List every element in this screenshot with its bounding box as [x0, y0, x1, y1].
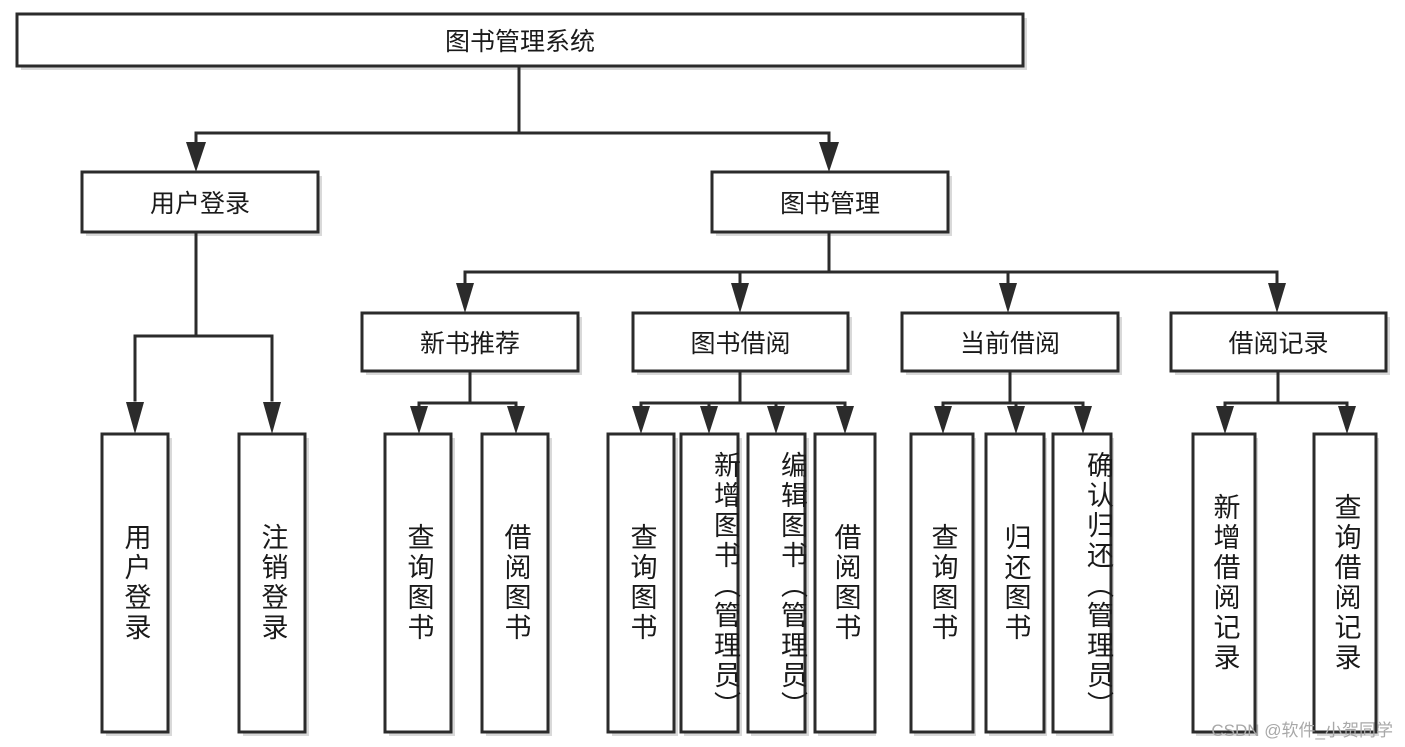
node-leaf-add-book-box[interactable]	[679, 432, 740, 734]
node-book-borrow-box[interactable]	[631, 311, 850, 373]
arrowhead-leaf-query-book-1	[410, 406, 428, 434]
node-leaf-user-login-box[interactable]	[100, 432, 170, 734]
arrowhead-user-login	[186, 142, 206, 172]
arrowhead-leaf-user-logout	[263, 402, 281, 434]
node-root-box[interactable]	[15, 12, 1025, 68]
connectors	[126, 64, 1356, 434]
node-book-manage-box[interactable]	[710, 170, 950, 234]
node-leaf-add-record-box[interactable]	[1191, 432, 1257, 734]
node-boxes	[15, 12, 1388, 734]
node-current-borrow-box[interactable]	[900, 311, 1120, 373]
arrowhead-leaf-borrow-book-1	[507, 406, 525, 434]
arrowhead-leaf-confirm-return	[1074, 406, 1092, 434]
node-leaf-borrow-book-2-box[interactable]	[813, 432, 877, 734]
node-leaf-borrow-book-1-box[interactable]	[480, 432, 550, 734]
node-new-book-rec-box[interactable]	[360, 311, 580, 373]
arrowhead-new-book-rec	[456, 283, 474, 313]
node-leaf-user-logout-box[interactable]	[237, 432, 307, 734]
node-borrow-record-box[interactable]	[1169, 311, 1388, 373]
arrowhead-leaf-add-record	[1216, 406, 1234, 434]
node-leaf-edit-book-box[interactable]	[746, 432, 807, 734]
arrowhead-leaf-edit-book	[767, 406, 785, 434]
node-leaf-query-book-2-box[interactable]	[606, 432, 676, 734]
arrowhead-leaf-query-record	[1338, 406, 1356, 434]
node-leaf-query-record-box[interactable]	[1312, 432, 1378, 734]
arrowhead-borrow-record	[1268, 283, 1286, 313]
node-user-login-box[interactable]	[80, 170, 320, 234]
arrowhead-current-borrow	[999, 283, 1017, 313]
arrowhead-leaf-query-book-3	[934, 406, 952, 434]
arrowhead-leaf-user-login	[126, 402, 144, 434]
arrowhead-leaf-add-book	[700, 406, 718, 434]
watermark-text: CSDN @软件_小贺同学	[1211, 721, 1393, 740]
node-leaf-confirm-return-box[interactable]	[1051, 432, 1113, 734]
arrowhead-book-manage	[819, 142, 839, 172]
node-leaf-return-book-box[interactable]	[984, 432, 1046, 734]
arrowhead-leaf-query-book-2	[632, 406, 650, 434]
arrowhead-book-borrow	[731, 283, 749, 313]
node-leaf-query-book-1-box[interactable]	[383, 432, 453, 734]
node-leaf-query-book-3-box[interactable]	[909, 432, 975, 734]
arrowhead-leaf-return-book	[1007, 406, 1025, 434]
arrowhead-leaf-borrow-book-2	[836, 406, 854, 434]
